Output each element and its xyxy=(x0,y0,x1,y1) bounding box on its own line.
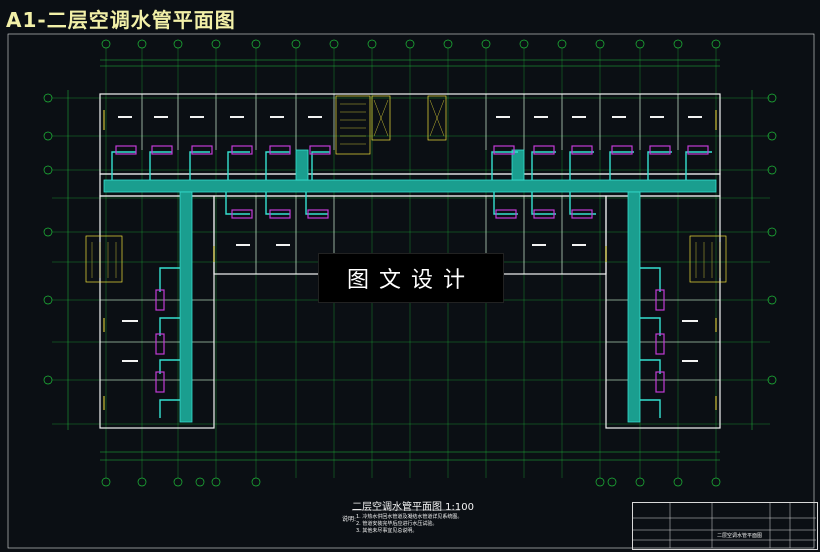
main-pipes xyxy=(103,149,717,423)
drawing-border xyxy=(7,33,815,549)
dimension-lines xyxy=(67,59,753,461)
title-block-drawing-name: 二层空调水管平面图 xyxy=(717,533,763,539)
room-partitions xyxy=(100,94,720,381)
window-markers xyxy=(103,110,717,410)
design-notes: 1. 冷热水供回水管道及凝结水管道详见系统图。 2. 管道安装完毕后应进行水压试… xyxy=(342,514,462,535)
room-annotations xyxy=(118,116,702,362)
note-item: 1. 冷热水供回水管道及凝结水管道详见系统图。 xyxy=(356,514,463,520)
axis-bubbles-top xyxy=(101,39,721,49)
axis-bubbles-side xyxy=(43,93,777,385)
title-block-lines xyxy=(632,502,816,548)
note-item: 2. 管道安装完毕后应进行水压试验。 xyxy=(356,521,438,527)
stair-cores xyxy=(85,95,727,283)
title-block: 二层空调水管平面图 xyxy=(632,502,818,550)
page-title: A1-二层空调水管平面图 xyxy=(6,8,236,32)
branch-pipes xyxy=(111,151,712,418)
stair-treads xyxy=(91,99,721,278)
axis-bubbles-bottom xyxy=(101,477,721,487)
note-item: 3. 其他未尽事宜见总说明。 xyxy=(356,528,418,534)
fan-coil-units xyxy=(115,145,709,393)
plan-caption: 二层空调水管平面图 1:100 xyxy=(352,502,474,513)
watermark-text: 图文设计 xyxy=(346,268,475,293)
watermark: 图文设计 xyxy=(318,253,504,303)
notes-label: 说明: xyxy=(342,516,357,523)
